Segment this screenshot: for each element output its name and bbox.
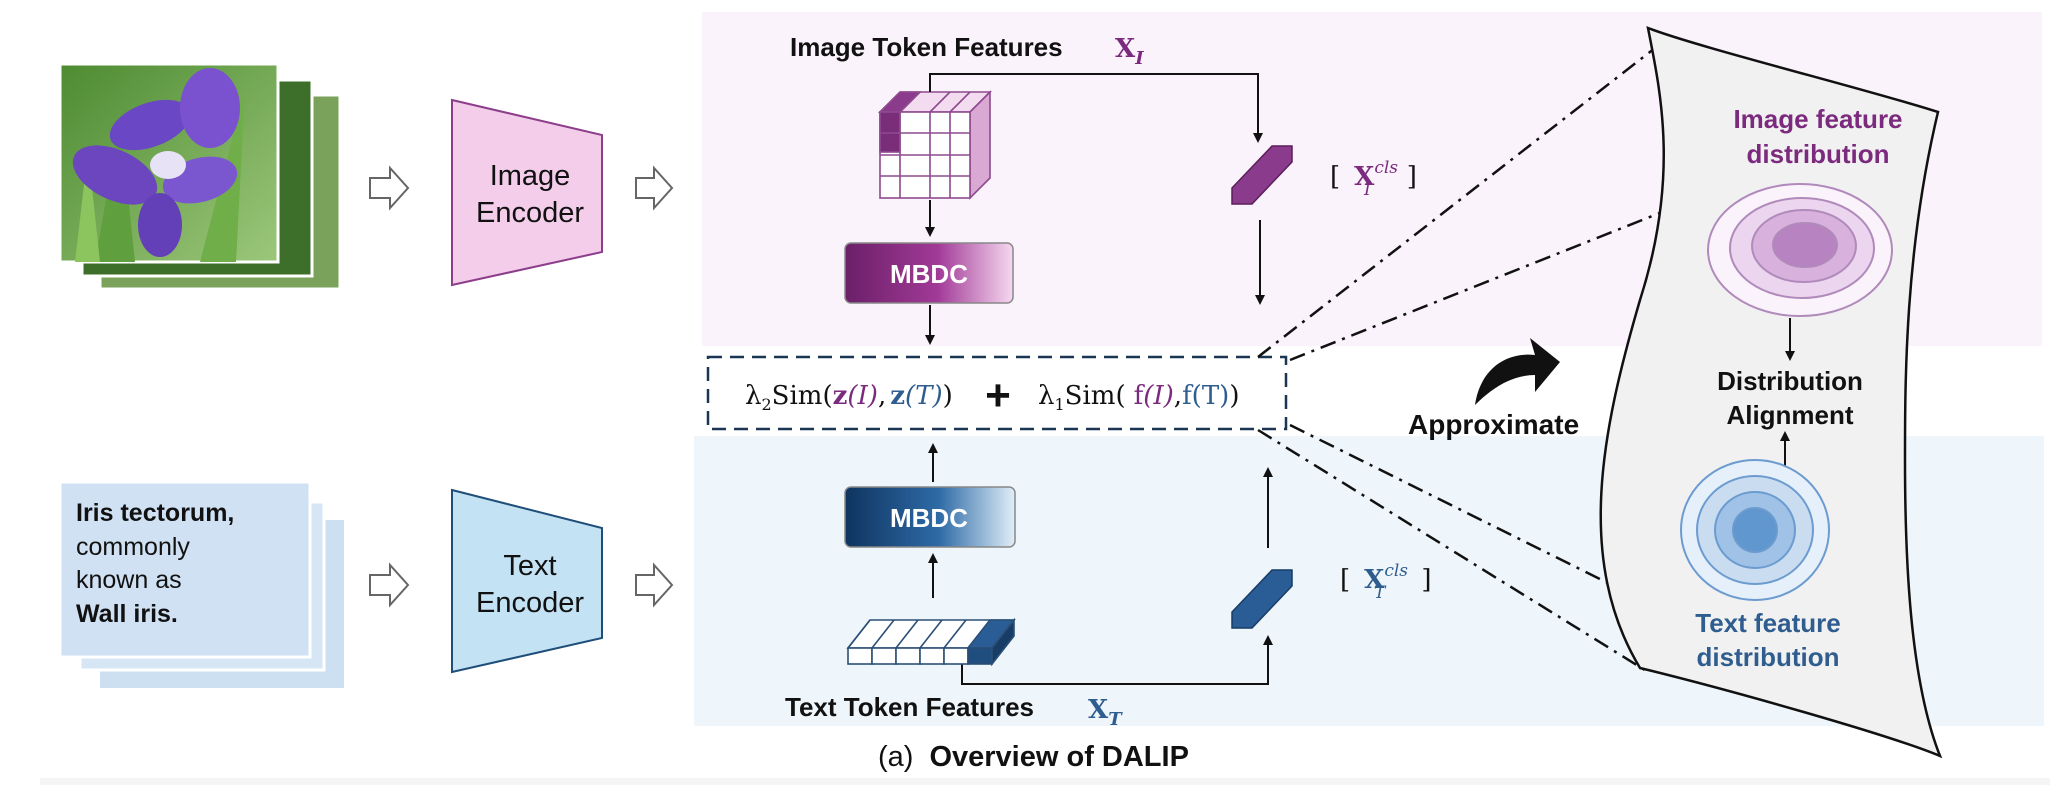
- image-token-to-cls-connector: [929, 73, 1263, 143]
- text-snippet-line2: commonly: [76, 533, 190, 561]
- mbdc-image-block: [844, 242, 1014, 304]
- loss-formula-part2: λ1Sim(f(I),f(T)): [1038, 381, 1239, 414]
- flow-arrow-icon: [635, 165, 674, 211]
- approximate-arrow-icon: [1475, 338, 1560, 405]
- loss-formula-part1: λ2Sim(z(I),z(T)): [745, 381, 953, 414]
- text-encoder-block: [451, 488, 603, 674]
- image-token-features-label: Image Token Features: [790, 32, 1063, 62]
- text-cls-token: [1231, 569, 1293, 629]
- text-token-sequence: [846, 617, 1016, 667]
- caption-band: [40, 778, 2050, 785]
- figure-caption: (a)Overview of DALIP: [878, 741, 1189, 773]
- image-feature-distribution-line1: Image feature: [1733, 104, 1902, 134]
- image-distribution-contours: [1707, 183, 1893, 317]
- image-cls-token: [1231, 145, 1293, 205]
- image-feature-distribution-line2: distribution: [1747, 139, 1890, 169]
- projection-lines: [1257, 47, 1681, 674]
- text-distribution-contours: [1680, 459, 1830, 601]
- flow-arrow-icon: [369, 562, 410, 608]
- text-feature-distribution-line2: distribution: [1697, 642, 1840, 672]
- mbdc-image-label: MBDC: [890, 259, 968, 289]
- text-encoder-label-line2: Encoder: [476, 587, 584, 619]
- approximate-label: Approximate: [1408, 409, 1579, 440]
- image-token-features-symbol: XI: [1115, 34, 1144, 69]
- distribution-alignment-line1: Distribution: [1717, 366, 1863, 396]
- input-text-stack: [58, 480, 344, 688]
- text-snippet-line3: known as: [76, 566, 182, 594]
- image-encoder-label-line1: Image: [490, 160, 571, 192]
- text-token-features-symbol: XT: [1088, 695, 1123, 730]
- mbdc-text-block: [844, 486, 1016, 548]
- text-snippet-line4: Wall iris.: [76, 600, 178, 628]
- text-token-features-label: Text Token Features: [785, 692, 1034, 722]
- flow-arrow-icon: [369, 165, 410, 211]
- text-snippet-line1: Iris tectorum,: [76, 499, 234, 527]
- image-encoder-block: [451, 98, 603, 287]
- loss-plus-sign: +: [985, 371, 1011, 420]
- flow-arrow-icon: [635, 562, 674, 608]
- mbdc-text-label: MBDC: [890, 503, 968, 533]
- image-token-cube-grid: [878, 90, 992, 200]
- text-encoder-label-line1: Text: [503, 550, 556, 582]
- input-image-stack: [58, 62, 342, 291]
- loss-formula-box: [706, 355, 1288, 431]
- image-encoder-label-line2: Encoder: [476, 197, 584, 229]
- distribution-alignment-line2: Alignment: [1726, 400, 1853, 430]
- text-token-to-cls-connector: [961, 635, 1273, 685]
- text-feature-distribution-line1: Text feature: [1695, 608, 1840, 638]
